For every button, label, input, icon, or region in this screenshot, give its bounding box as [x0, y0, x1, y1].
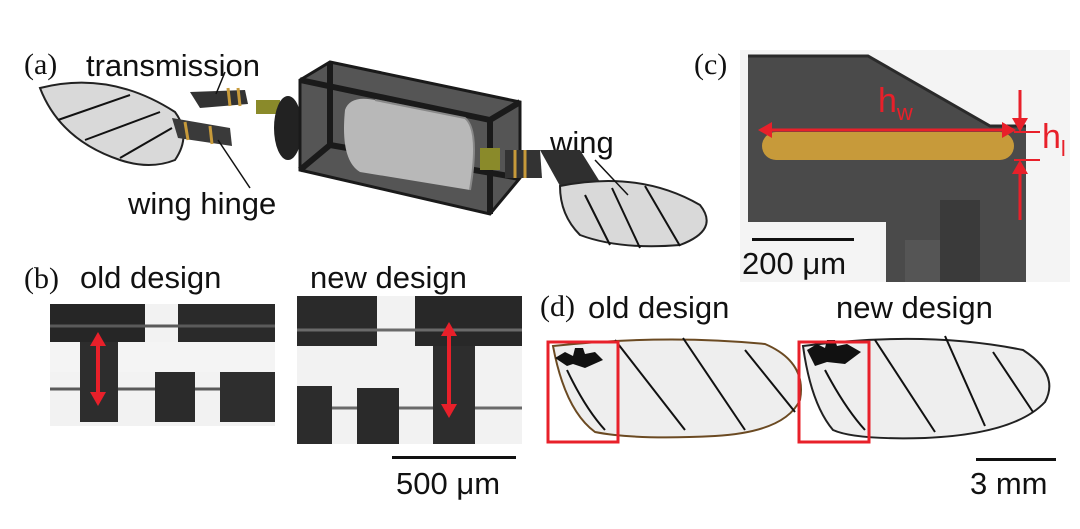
panel-d-old-design-label: old design	[588, 290, 730, 325]
panel-b-new-hinge-photo	[297, 296, 522, 444]
right-transmission	[480, 148, 600, 186]
panel-b-scalebar	[392, 456, 516, 459]
panel-b-old-hinge-photo	[50, 304, 275, 426]
hw-label-sub: w	[896, 99, 913, 125]
transmission-label: transmission	[86, 48, 260, 83]
hl-label-sub: l	[1060, 135, 1066, 161]
wing-hinge-label: wing hinge	[128, 186, 277, 221]
left-wing	[38, 81, 185, 166]
panel-a-letter: (a)	[24, 48, 58, 81]
hw-label: hw	[878, 82, 913, 126]
panel-d-scalebar-label: 3 mm	[970, 466, 1048, 501]
panel-d-scalebar	[976, 458, 1056, 461]
panel-d-letter: (d)	[540, 290, 575, 323]
panel-b-scalebar-label: 500 μm	[396, 466, 501, 501]
panel-c-scalebar-label: 200 μm	[742, 246, 847, 281]
panel-b-letter: (b)	[24, 262, 59, 295]
right-wing	[558, 159, 708, 249]
hl-label-main: h	[1042, 118, 1061, 156]
panel-c-scalebar	[752, 238, 854, 241]
old-wing	[546, 337, 802, 444]
actuator-frame	[274, 60, 522, 216]
left-transmission	[172, 71, 280, 189]
panel-d-new-design-label: new design	[836, 290, 993, 325]
panel-c-micrograph	[740, 50, 1070, 282]
panel-d-wing-photos	[546, 335, 1051, 444]
panel-b-old-design-label: old design	[80, 260, 222, 295]
panel-b-new-design-label: new design	[310, 260, 467, 295]
hl-label: hl	[1042, 118, 1066, 162]
hw-label-main: h	[878, 82, 897, 120]
panel-c-letter: (c)	[694, 48, 728, 81]
panel-a-drawing	[38, 60, 708, 249]
new-wing	[797, 335, 1051, 444]
